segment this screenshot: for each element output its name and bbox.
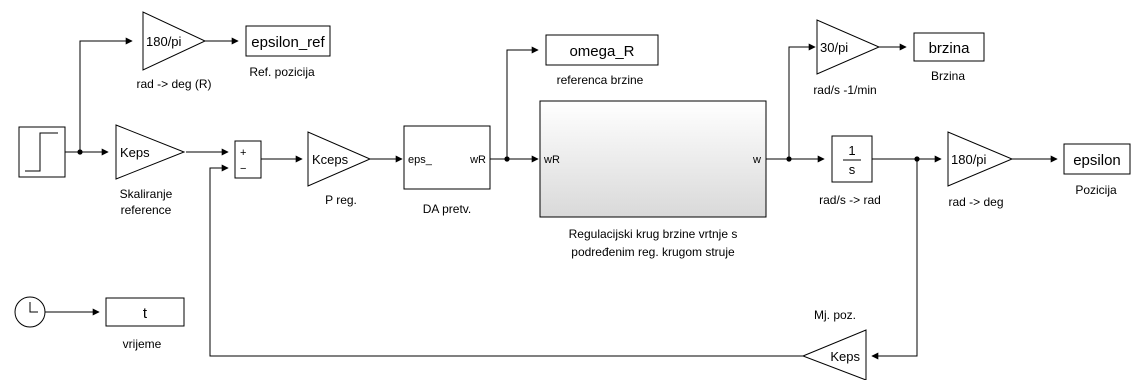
sub-in-port: wR: [543, 154, 560, 166]
output-t[interactable]: t: [105, 297, 185, 327]
speed-loop-subsystem[interactable]: wR w: [539, 100, 767, 218]
gain-block-speed[interactable]: 30/pi: [816, 19, 881, 75]
branch-point: [786, 156, 792, 162]
da-in-port: eps_: [408, 154, 433, 166]
sub-out-port: w: [752, 154, 761, 166]
integrator-denominator: s: [849, 162, 856, 177]
gain-kceps-text: Kceps: [312, 152, 349, 167]
integrator-block[interactable]: 1 s: [831, 135, 873, 183]
label-brzina: Brzina: [931, 69, 965, 83]
output-t-text: t: [143, 305, 148, 322]
branch-points: [77, 149, 920, 162]
output-epsilon-text: epsilon: [1073, 152, 1121, 169]
gain-speed-text: 30/pi: [820, 40, 848, 55]
gain-block-keps-fb[interactable]: Keps: [801, 329, 867, 380]
label-rad-deg-r: rad -> deg (R): [136, 77, 211, 91]
label-rads-min: rad/s -1/min: [813, 83, 876, 97]
gain-pos-deg-text: 180/pi: [951, 152, 987, 167]
label-regulacijski-1: Regulacijski krug brzine vrtnje s: [569, 227, 738, 241]
output-omega-r-text: omega_R: [569, 43, 634, 60]
output-epsilon-ref-text: epsilon_ref: [251, 34, 325, 51]
da-converter-block[interactable]: eps_ wR: [403, 125, 491, 190]
branch-point: [504, 156, 510, 162]
gain-block-keps-ref[interactable]: Keps: [115, 124, 186, 180]
label-skaliranje-2: reference: [121, 203, 172, 217]
branch-point: [77, 149, 83, 155]
da-out-port: wR: [469, 154, 486, 166]
output-brzina[interactable]: brzina: [913, 32, 985, 62]
label-da-pretv: DA pretv.: [423, 202, 471, 216]
sum-minus-sign: −: [240, 163, 246, 175]
step-block[interactable]: [18, 126, 66, 178]
label-ref-pozicija: Ref. pozicija: [249, 65, 315, 79]
sum-block[interactable]: + −: [234, 140, 262, 179]
branch-point: [914, 156, 920, 162]
label-p-reg: P reg.: [325, 193, 357, 207]
label-regulacijski-2: podređenim reg. krugom struje: [571, 245, 735, 259]
output-brzina-text: brzina: [929, 40, 971, 57]
sum-plus-sign: +: [240, 147, 246, 159]
output-epsilon[interactable]: epsilon: [1063, 143, 1131, 175]
label-vrijeme: vrijeme: [123, 337, 162, 351]
output-omega-r[interactable]: omega_R: [545, 34, 659, 66]
gain-keps-ref-text: Keps: [120, 145, 150, 160]
label-mj-poz: Mj. poz.: [814, 308, 856, 322]
label-skaliranje-1: Skaliranje: [120, 187, 173, 201]
output-epsilon-ref[interactable]: epsilon_ref: [245, 25, 331, 57]
gain-ref-deg-text: 180/pi: [146, 34, 182, 49]
label-rads-rad: rad/s -> rad: [819, 193, 881, 207]
gain-block-kceps[interactable]: Kceps: [307, 131, 372, 187]
label-referenca-brzine: referenca brzine: [557, 73, 644, 87]
label-pozicija: Pozicija: [1075, 183, 1117, 197]
gain-keps-fb-text: Keps: [830, 349, 860, 364]
label-rad-deg: rad -> deg: [948, 195, 1003, 209]
clock-icon: [29, 302, 38, 313]
signal-lines: [45, 37, 1058, 360]
gain-block-pos-deg[interactable]: 180/pi: [947, 131, 1014, 187]
gain-block-ref-deg[interactable]: 180/pi: [142, 11, 207, 71]
integrator-numerator: 1: [848, 143, 855, 158]
clock-block[interactable]: [14, 296, 46, 328]
